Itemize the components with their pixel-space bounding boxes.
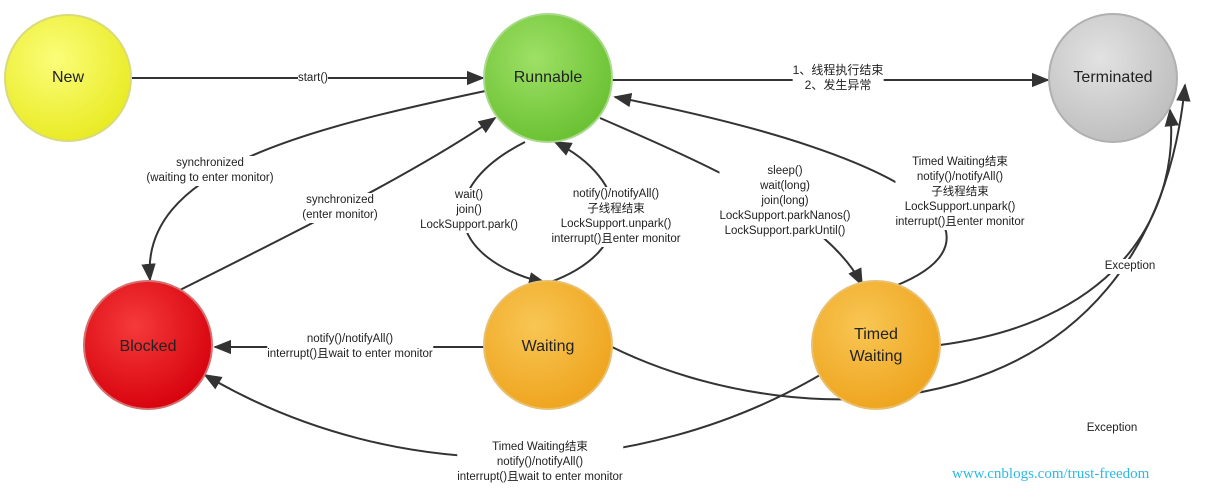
state-blocked-label: Blocked: [119, 338, 177, 355]
timed-label-line2: Waiting: [849, 348, 903, 365]
state-new: [4, 14, 132, 142]
label-runnable-waiting: wait()join()LockSupport.park(): [420, 188, 518, 233]
state-runnable-label: Runnable: [513, 69, 583, 86]
state-new-label: New: [51, 69, 85, 86]
watermark-credit: www.cnblogs.com/trust-freedom: [952, 466, 1150, 482]
state-waiting: [483, 280, 613, 410]
label-waiting-blocked: notify()/notifyAll()interrupt()且wait to …: [267, 332, 433, 362]
label-new-runnable: start(): [297, 71, 329, 86]
state-runnable: [483, 13, 613, 143]
label-waiting-terminated: Exception: [1086, 421, 1138, 436]
label-blocked-runnable: synchronized(enter monitor): [302, 193, 378, 223]
edge-timed-terminated: [939, 108, 1179, 346]
state-timed-waiting: [811, 280, 941, 410]
state-terminated: [1048, 13, 1178, 143]
state-waiting-label: Waiting: [521, 338, 575, 355]
label-timed-terminated: Exception: [1104, 259, 1156, 274]
state-terminated-label: Terminated: [1073, 69, 1153, 86]
label-runnable-timed: sleep()wait(long)join(long)LockSupport.p…: [719, 164, 851, 239]
edge-waiting-terminated: [611, 83, 1191, 401]
timed-label-line1: Timed: [854, 326, 898, 343]
label-runnable-blocked: synchronized(waiting to enter monitor): [146, 156, 274, 186]
state-blocked: [83, 280, 213, 410]
state-timed-waiting-label: Timed Waiting: [850, 324, 903, 368]
